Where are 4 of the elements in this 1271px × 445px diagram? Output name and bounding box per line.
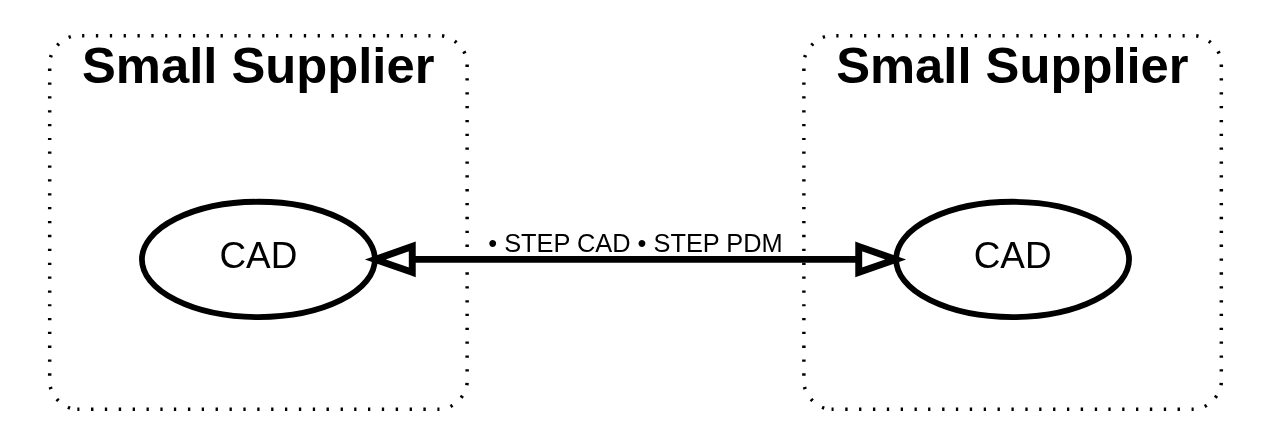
- node-ellipse: CAD: [893, 198, 1132, 320]
- node-ellipse: CAD: [139, 198, 378, 320]
- edge-label: • STEP CAD • STEP PDM: [488, 229, 783, 258]
- arrow: [364, 241, 907, 278]
